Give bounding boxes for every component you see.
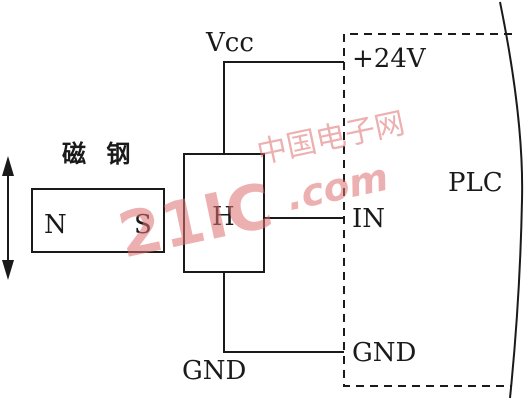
gnd-wire — [223, 272, 344, 353]
motion-arrow-down-head — [2, 260, 14, 280]
plus24v-label: +24V — [352, 44, 426, 74]
bottom-gnd-label: GND — [182, 356, 247, 386]
plc-dashed-boundary — [343, 33, 512, 387]
magnet-label: 磁 钢 — [62, 140, 137, 168]
vcc-label: Vcc — [206, 28, 254, 58]
north-pole-label: N — [44, 210, 67, 240]
plc-label: PLC — [448, 168, 503, 198]
plc-curved-edge — [499, 1, 524, 399]
motion-arrow-up-head — [2, 156, 14, 176]
south-pole-label: S — [134, 210, 152, 240]
in-label: IN — [352, 204, 386, 234]
vcc-wire — [223, 61, 344, 154]
plc-gnd-label: GND — [352, 338, 417, 368]
magnet-box — [31, 188, 165, 253]
hall-sensor-label: H — [212, 202, 235, 232]
